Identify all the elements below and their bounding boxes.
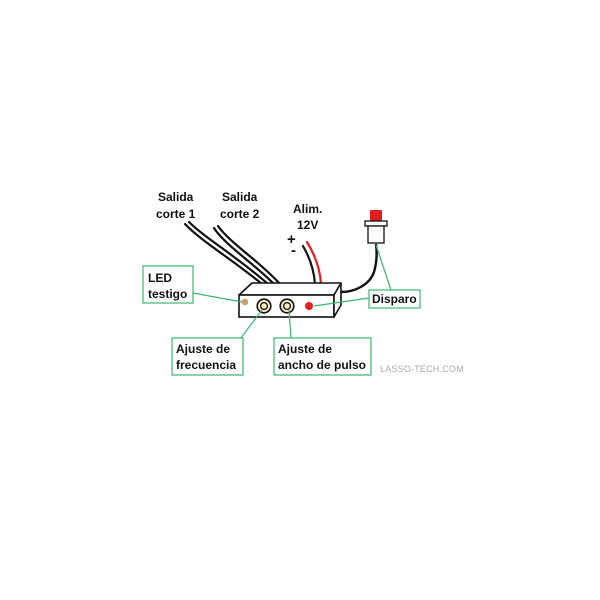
led-testigo-indicator (241, 298, 249, 306)
output-cable-2-wire-a (212, 226, 276, 286)
callout-ajuste-ancho-pulso-line1: Ajuste de (278, 342, 332, 356)
frequency-knob-inner (259, 301, 269, 311)
leader-lines (192, 244, 392, 340)
trigger-push-button (364, 210, 388, 244)
frequency-knob (256, 298, 272, 314)
leader-led-testigo (192, 292, 243, 303)
leader-frecuencia (239, 309, 263, 340)
output-cable-1 (183, 220, 270, 286)
callout-ajuste-ancho-pulso-box (273, 337, 372, 376)
box-side-face (333, 282, 342, 318)
callout-led-testigo: LED testigo (142, 265, 194, 304)
frequency-knob-outer (256, 298, 272, 314)
push-button-collar (364, 220, 388, 227)
leader-disparo-box (313, 297, 370, 307)
label-salida-corte-2-line2: corte 2 (220, 207, 260, 221)
label-salida-corte-2: Salida corte 2 (220, 190, 260, 221)
label-salida-corte-1-line1: Salida (158, 190, 194, 204)
output-cable-1-wire-a (183, 222, 264, 286)
label-salida-corte-1: Salida corte 1 (156, 190, 196, 221)
output-cable-2-wire-b (216, 224, 282, 286)
power-cable (301, 240, 323, 286)
callout-led-testigo-line2: testigo (148, 287, 187, 301)
trigger-led-indicator (305, 302, 313, 310)
polarity-plus-sign: + (287, 231, 296, 248)
callout-ajuste-frecuencia-box (171, 337, 244, 376)
output-cable-2 (212, 224, 282, 286)
label-alimentacion-line2: 12V (297, 218, 318, 232)
callout-disparo-text: Disparo (372, 292, 417, 306)
output-cable-1-wire-b (187, 220, 270, 286)
power-wire-negative (301, 244, 317, 286)
callout-disparo: Disparo (368, 289, 421, 309)
label-alimentacion-line1: Alim. (293, 202, 322, 216)
callout-disparo-box (368, 289, 421, 309)
controller-box (238, 282, 342, 318)
polarity-minus-sign: - (291, 242, 296, 259)
callout-ajuste-ancho-pulso-line2: ancho de pulso (278, 358, 366, 372)
trigger-cable (340, 243, 378, 294)
box-top-face (238, 282, 342, 296)
pulse-width-knob-outer (279, 298, 295, 314)
callout-ajuste-ancho-pulso: Ajuste de ancho de pulso (273, 337, 372, 376)
callout-led-testigo-box (142, 265, 194, 304)
callout-ajuste-frecuencia: Ajuste de frecuencia (171, 337, 244, 376)
leader-disparo-button (375, 244, 392, 291)
callout-led-testigo-line1: LED (148, 271, 172, 285)
push-button-cap (370, 210, 382, 221)
label-alimentacion: Alim. 12V (293, 202, 322, 232)
label-salida-corte-2-line1: Salida (222, 190, 258, 204)
watermark: LASSO-TECH.COM (380, 364, 464, 374)
callout-ajuste-frecuencia-line1: Ajuste de (176, 342, 230, 356)
pulse-width-knob (279, 298, 295, 314)
callout-ajuste-frecuencia-line2: frecuencia (176, 358, 236, 372)
power-wire-positive (305, 240, 323, 286)
pulse-width-knob-inner (282, 301, 292, 311)
label-salida-corte-1-line2: corte 1 (156, 207, 196, 221)
leader-ancho-pulso (288, 309, 292, 340)
push-button-body (367, 225, 385, 244)
